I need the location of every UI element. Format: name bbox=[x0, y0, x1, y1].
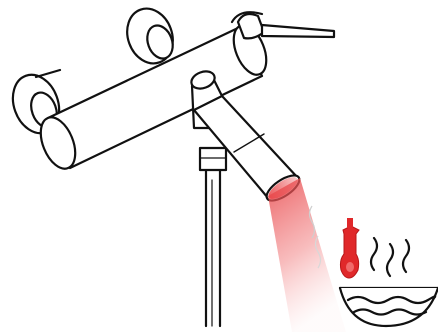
back-wall-flange bbox=[126, 7, 174, 65]
thermometer-icon bbox=[339, 218, 360, 279]
riser-pipe bbox=[198, 146, 228, 328]
hot-water-bowl-icon bbox=[338, 236, 438, 328]
lever-handle bbox=[230, 11, 336, 40]
hot-water-stream bbox=[268, 177, 346, 332]
mixer-body bbox=[39, 24, 268, 170]
